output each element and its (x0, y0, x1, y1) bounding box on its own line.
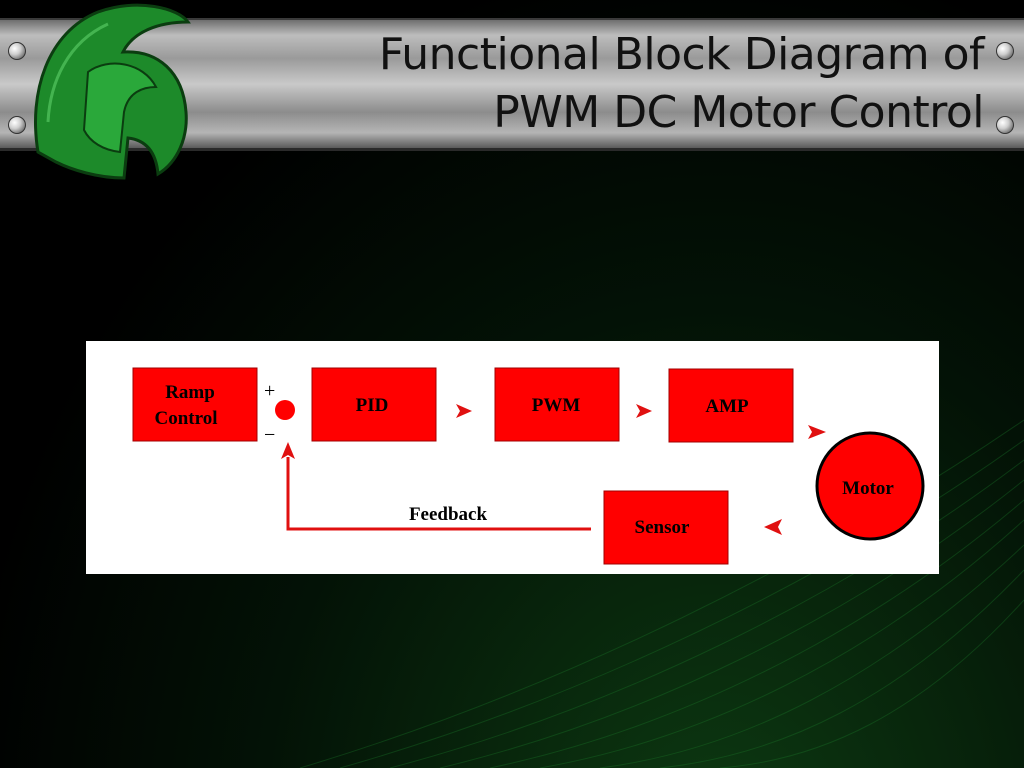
slide-title: Functional Block Diagram of PWM DC Motor… (224, 26, 985, 142)
feedback-label: Feedback (409, 504, 488, 525)
summing-plus-sign: + (264, 380, 275, 402)
ramp-control-label-1: Ramp (165, 382, 215, 403)
pid-block (311, 367, 437, 442)
motor-block (815, 431, 925, 541)
title-line-2: PWM DC Motor Control (493, 87, 984, 138)
sensor-block (603, 490, 729, 565)
sensor-label: Sensor (635, 517, 690, 538)
pwm-label: PWM (532, 395, 581, 416)
screw-icon (8, 116, 26, 134)
screw-icon (8, 42, 26, 60)
summing-junction (275, 400, 295, 420)
feedback-line (286, 457, 591, 531)
amp-label: AMP (705, 396, 749, 417)
summing-minus-sign: − (264, 424, 275, 446)
screw-icon (996, 42, 1014, 60)
ramp-control-label-2: Control (155, 408, 218, 429)
pid-label: PID (356, 395, 389, 416)
title-line-1: Functional Block Diagram of (378, 29, 985, 80)
arrow-icon (281, 442, 295, 459)
amp-block (668, 368, 794, 443)
ramp-control-block (132, 367, 258, 442)
spartan-helmet-icon (34, 3, 191, 180)
arrow-icon (808, 425, 826, 439)
arrow-icon (636, 404, 652, 418)
block-diagram: Ramp Control + − PID PWM AMP Motor Senso… (86, 341, 939, 574)
motor-label: Motor (842, 478, 894, 499)
arrow-icon (764, 519, 782, 535)
screw-icon (996, 116, 1014, 134)
pwm-block (494, 367, 620, 442)
arrow-icon (456, 404, 472, 418)
